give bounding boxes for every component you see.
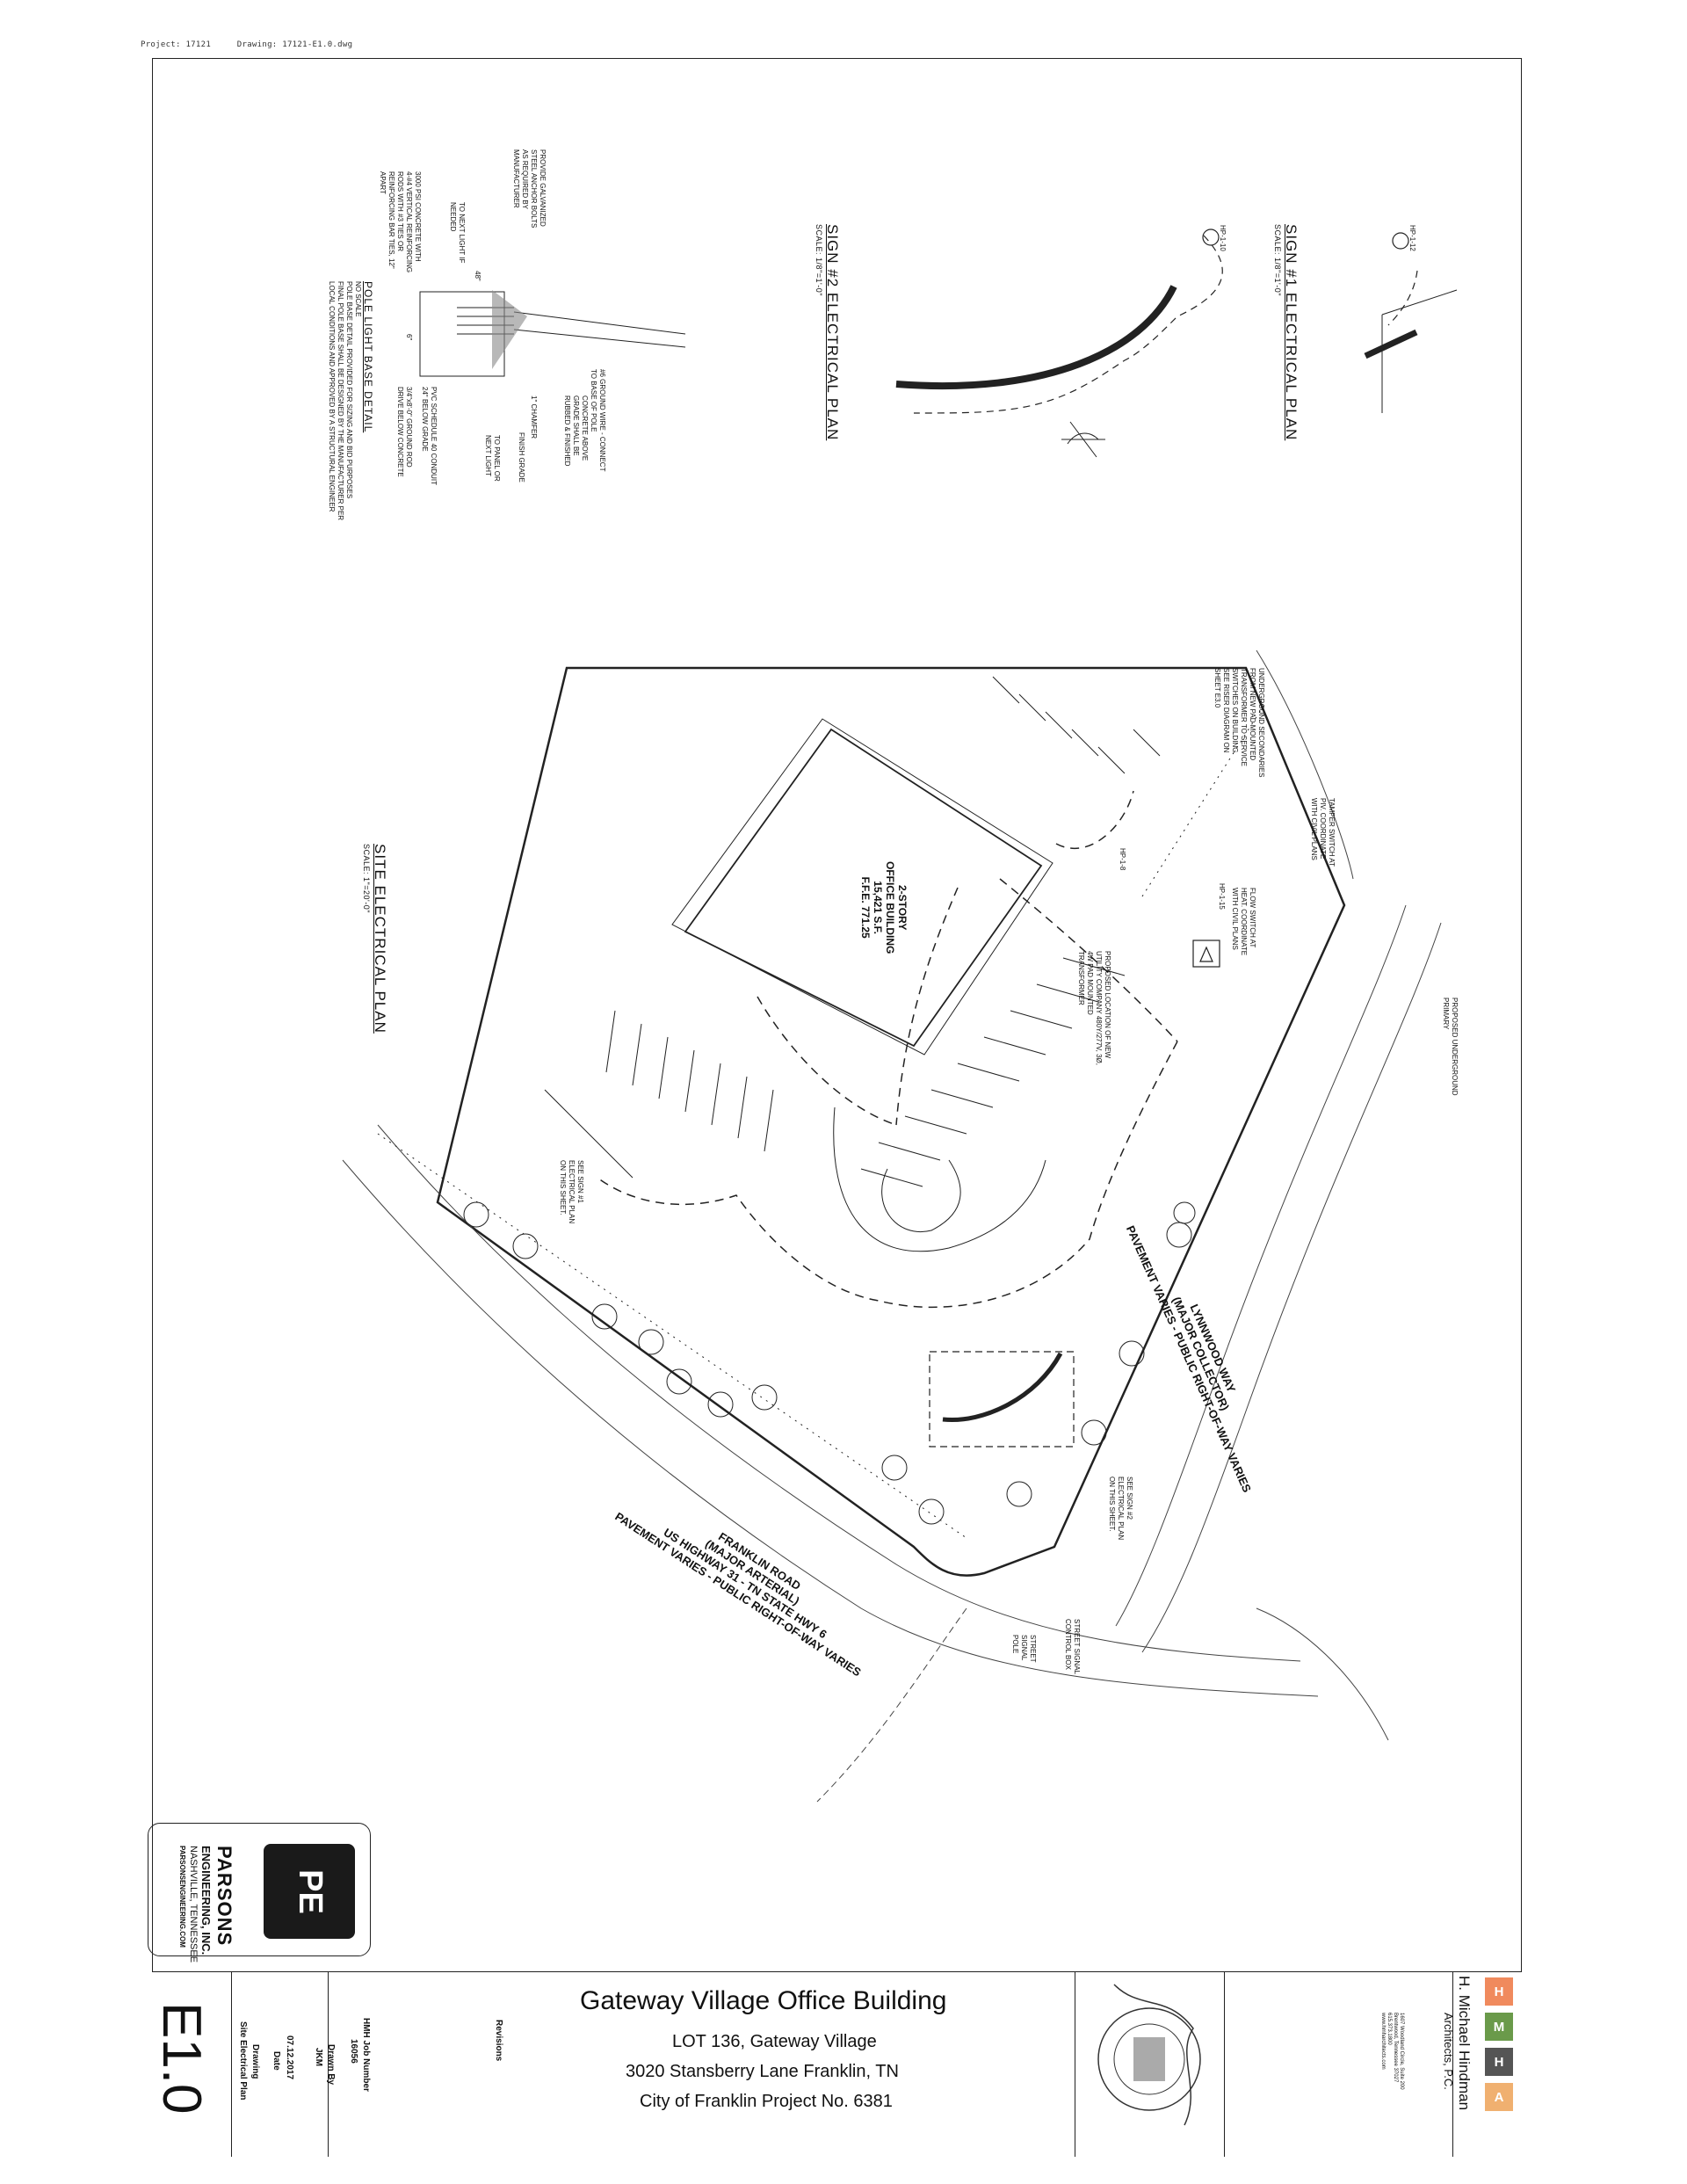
engineer-name-2: ENGINEERING, INC. [199, 1846, 213, 1955]
sign1-scale: SCALE: 1/8"=1'-0" [1273, 224, 1282, 296]
note-pvc: PVC SCHEDULE 40 CONDUIT 24" BELOW GRADE [421, 387, 438, 486]
note-ground-wire: #6 GROUND WIRE - CONNECT TO BASE OF POLE [590, 369, 606, 472]
date-value: 07.12.2017 [285, 2035, 294, 2080]
sign2-title-block: SIGN #2 ELECTRICAL PLAN SCALE: 1/8"=1'-0… [815, 224, 841, 440]
note-concrete-base: 3000 PSI CONCRETE WITH 4-#4 VERTICAL REI… [379, 171, 422, 273]
sign2-scale: SCALE: 1/8"=1'-0" [815, 224, 823, 296]
architect-sub: Architects, P.C. [1442, 2013, 1455, 2090]
architect-address: 1607 Woodland Circle, Suite 200 Brentwoo… [1380, 2013, 1404, 2090]
circuit-hp1-8: HP-1-8 [1119, 848, 1126, 871]
drawing-name: Site Electrical Plan [238, 2021, 248, 2101]
job-number: 16056 [349, 2039, 358, 2064]
sheet-number: E1.0 [151, 2002, 212, 2115]
engineer-seal-icon [1097, 1984, 1201, 2126]
drawn-by-label: Drawn By [326, 2044, 336, 2086]
note-next-light: TO NEXT LIGHT IF NEEDED [449, 202, 466, 264]
note-signal-pole: STREET SIGNAL POLE [1011, 1635, 1037, 1663]
project-line-2: 3020 Stansberry Lane Franklin, TN [626, 2062, 899, 2081]
engineer-web: PARSONSENGINEERING.COM [178, 1846, 186, 1948]
drawn-by: JKM [314, 2048, 323, 2067]
hmha-m-icon: M [1485, 2013, 1513, 2041]
architect-name: H. Michael Hindman [1456, 1976, 1473, 2111]
sign2-plan [895, 229, 1223, 458]
hmha-h2-icon: H [1485, 2048, 1513, 2076]
note-signal-box: STREET SIGNAL CONTROL BOX [1064, 1619, 1081, 1674]
circuit-hp1-10: HP-1-10 [1219, 225, 1227, 251]
project-line-3: City of Franklin Project No. 6381 [640, 2092, 893, 2111]
pole-base-detail [419, 290, 686, 377]
circuit-hp1-12: HP-1-12 [1408, 225, 1416, 251]
engineer-city: NASHVILLE, TENNESSEE [188, 1846, 199, 1963]
site-title: SITE ELECTRICAL PLAN [372, 844, 388, 1034]
note-sign1-ref: SEE SIGN #1 ELECTRICAL PLAN ON THIS SHEE… [559, 1160, 584, 1224]
drawing-header: Project: 17121 Drawing: 17121-E1.0.dwg [141, 40, 373, 49]
note-underground-secondaries: UNDERGROUND SECONDARIES FROM NEW PAD MOU… [1213, 668, 1265, 778]
sign1-plan [1364, 232, 1458, 413]
dim-6: 6" [405, 334, 413, 341]
title-block [152, 1971, 1522, 2157]
hmha-h-icon: H [1485, 1977, 1513, 2006]
drawing-file: Drawing: 17121-E1.0.dwg [236, 40, 353, 49]
sign1-title: SIGN #1 ELECTRICAL PLAN [1283, 224, 1300, 441]
dim-48: 48" [474, 271, 481, 281]
note-sign2-ref: SEE SIGN #2 ELECTRICAL PLAN ON THIS SHEE… [1108, 1477, 1133, 1541]
drawing-label: Drawing [250, 2044, 260, 2079]
note-panel: TO PANEL OR NEXT LIGHT [484, 435, 501, 482]
note-flow-switch: FLOW SWITCH AT HEAT. COORDINATE WITH CIV… [1231, 888, 1256, 956]
project-line-1: LOT 136, Gateway Village [672, 2032, 877, 2051]
note-proposed-primary: PROPOSED UNDERGROUND PRIMARY [1442, 998, 1459, 1096]
sign2-title: SIGN #2 ELECTRICAL PLAN [824, 224, 841, 441]
sign1-title-block: SIGN #1 ELECTRICAL PLAN SCALE: 1/8"=1'-0… [1273, 224, 1300, 440]
date-label: Date [272, 2051, 281, 2071]
revisions-label: Revisions [494, 2020, 503, 2062]
note-chamfer: 1" CHAMFER [530, 395, 538, 439]
site-scale: SCALE: 1"=20'-0" [362, 844, 371, 913]
note-proposed-transformer: PROPOSED LOCATION OF NEW UTILITY COMPANY… [1077, 951, 1111, 1065]
pole-detail-scale-note: NO SCALE POLE BASE DETAIL PROVIDED FOR S… [328, 281, 362, 521]
project-number: Project: 17121 [141, 40, 212, 49]
hmha-a-icon: A [1485, 2083, 1513, 2111]
pe-logo-icon: PE [264, 1844, 355, 1939]
pole-detail-title: POLE LIGHT BASE DETAIL [362, 281, 374, 433]
job-number-label: HMH Job Number [361, 2018, 371, 2092]
note-tamper-switch: TAMPER SWITCH AT PIV. COORDINATE WITH CI… [1310, 798, 1336, 867]
note-finish-grade: FINISH GRADE [518, 432, 525, 483]
note-concrete-above: CONCRETE ABOVE GRADE SHALL BE RUBBED & F… [563, 395, 589, 467]
circuit-hp1-15: HP-1-15 [1218, 883, 1226, 910]
site-title-block: SITE ELECTRICAL PLAN SCALE: 1"=20'-0" [362, 844, 388, 1034]
pole-detail-title-block: POLE LIGHT BASE DETAIL [362, 281, 374, 432]
engineer-name: PARSONS [214, 1846, 235, 1947]
note-ground-rod: 3/4"x8'-0" GROUND ROD DRIVE BELOW CONCRE… [396, 387, 413, 477]
building-label: 2-STORY OFFICE BUILDING 15,421 S.F. F.F.… [859, 861, 909, 954]
note-galv-bolts: PROVIDE GALVANIZED STEEL ANCHOR BOLTS AS… [512, 149, 547, 229]
project-title: Gateway Village Office Building [580, 1986, 947, 2015]
engineer-logo-frame [148, 1823, 371, 1956]
